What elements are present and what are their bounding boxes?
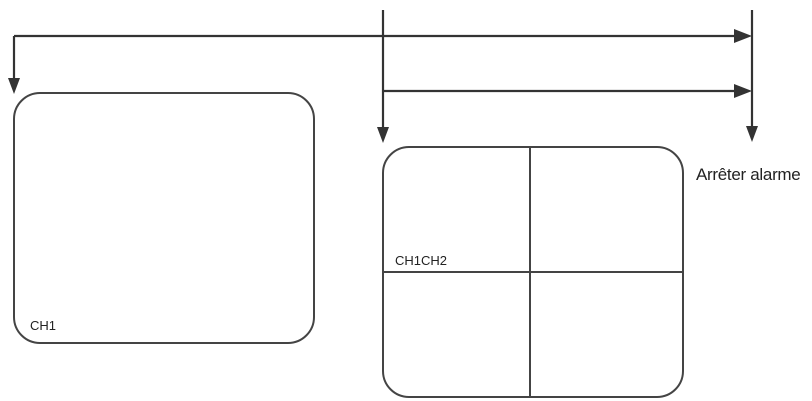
second-flow-arrowhead-right (734, 84, 752, 98)
left-drop-arrow (8, 36, 20, 94)
single-monitor-channel-label: CH1 (30, 318, 56, 333)
middle-drop-arrow (377, 10, 389, 143)
top-flow-arrow (14, 29, 752, 43)
stop-alarm-label: Arrêter alarme (696, 165, 800, 184)
right-drop-arrow (746, 10, 758, 142)
left-drop-arrowhead (8, 78, 20, 94)
top-flow-arrowhead-right (734, 29, 752, 43)
second-flow-arrow (383, 84, 752, 98)
middle-drop-arrowhead (377, 127, 389, 143)
quad-view-monitor: CH1CH2 (382, 146, 684, 398)
single-monitor-frame (13, 92, 315, 344)
single-channel-monitor: CH1 (13, 92, 315, 344)
quad-monitor-channel-label: CH1CH2 (395, 253, 447, 268)
right-drop-arrowhead (746, 126, 758, 142)
